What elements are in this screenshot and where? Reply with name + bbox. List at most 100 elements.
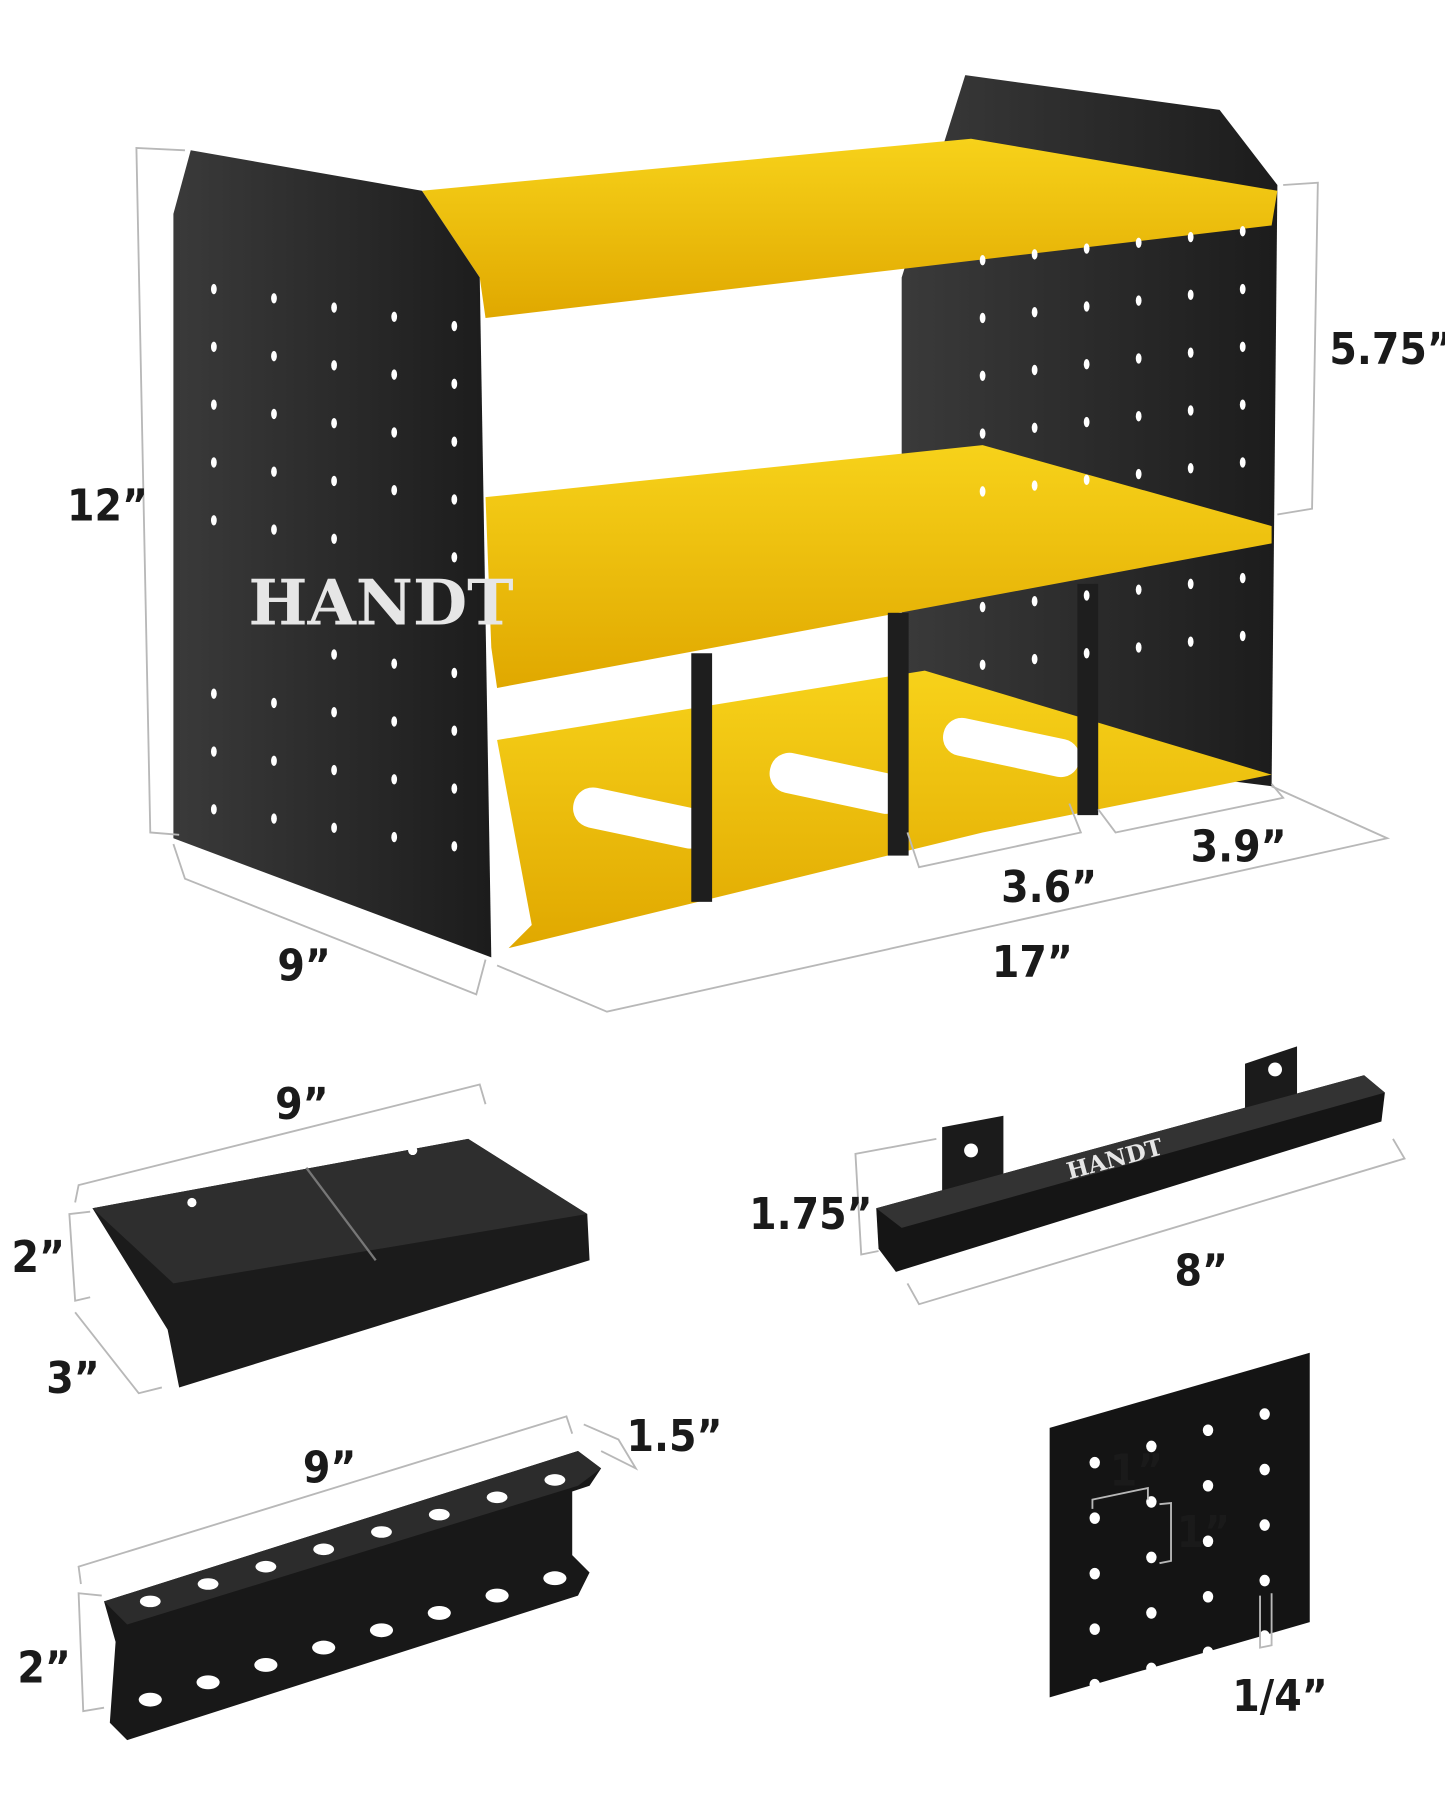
- hole: [210, 341, 217, 353]
- pegboard-vertical-spacing-label: 1”: [1177, 1507, 1230, 1558]
- hole: [139, 1595, 161, 1608]
- hole: [1146, 1440, 1157, 1453]
- hole: [451, 609, 458, 621]
- rail-width-label: 8”: [1174, 1246, 1227, 1297]
- hole: [331, 302, 337, 313]
- hole: [451, 320, 458, 332]
- screwdriver-holder: 9” 1.5” 2”: [17, 1411, 723, 1741]
- hole: [331, 360, 337, 371]
- pegboard-sample: 1” 1” 1/4”: [1049, 1352, 1328, 1722]
- hole: [451, 378, 458, 390]
- hole: [451, 725, 458, 736]
- rack-brand-logo: HANDT: [249, 565, 514, 639]
- main-rack: HANDT 12” 9” 17” 3.6” 3.9” 5.75”: [67, 75, 1445, 1013]
- pegboard-holes-left: [210, 283, 458, 852]
- hole: [979, 254, 986, 266]
- holder-depth-label: 1.5”: [627, 1411, 723, 1462]
- slot-outer-width-label: 3.9”: [1191, 821, 1287, 872]
- hole: [1083, 590, 1090, 601]
- holder-width-label: 9”: [303, 1442, 356, 1493]
- hole: [331, 475, 337, 487]
- hole: [313, 1543, 335, 1556]
- hole: [1031, 480, 1038, 491]
- hole: [1259, 1463, 1270, 1476]
- pegboard-horizontal-spacing-label: 1”: [1110, 1446, 1163, 1497]
- hole: [428, 1508, 450, 1521]
- hole: [1135, 584, 1142, 595]
- hole: [1146, 1607, 1157, 1619]
- hole: [979, 486, 986, 497]
- hole: [331, 707, 337, 718]
- hole: [391, 369, 398, 380]
- hole: [485, 1588, 509, 1603]
- hole: [1083, 648, 1090, 659]
- hole: [197, 1578, 219, 1590]
- hole: [543, 1571, 567, 1586]
- hole: [1089, 1678, 1100, 1691]
- hole: [1202, 1646, 1214, 1659]
- middle-shelf: [485, 445, 1272, 688]
- bin-depth-label: 3”: [46, 1353, 99, 1404]
- hole: [138, 1692, 162, 1707]
- hole: [1135, 468, 1142, 480]
- hole: [979, 370, 986, 381]
- hole: [451, 436, 458, 447]
- hole: [544, 1474, 566, 1486]
- hole: [1135, 353, 1142, 364]
- hole: [1259, 1574, 1270, 1587]
- hole: [451, 667, 458, 679]
- hole: [1187, 578, 1194, 590]
- hole: [1202, 1535, 1214, 1548]
- pegboard-hole-diameter-label: 1/4”: [1232, 1671, 1327, 1722]
- main-rack-dimension-lines: [135, 147, 1391, 1013]
- hole: [1239, 283, 1246, 295]
- hole: [1135, 642, 1142, 653]
- hole: [1187, 347, 1194, 358]
- bin-width-label: 9”: [275, 1079, 328, 1130]
- hole: [391, 427, 398, 438]
- hole: [451, 783, 458, 794]
- hole: [451, 841, 458, 852]
- top-shelf: [421, 138, 1278, 318]
- hole: [1083, 359, 1090, 370]
- hole: [451, 494, 458, 505]
- pegboard-sample-holes: [1089, 1408, 1270, 1691]
- hole: [331, 822, 337, 834]
- hole: [1089, 1623, 1100, 1635]
- hole: [1187, 405, 1194, 416]
- hole: [1259, 1408, 1270, 1420]
- hole: [979, 659, 986, 671]
- hole: [371, 1526, 392, 1538]
- hole: [1083, 301, 1090, 312]
- hole: [1031, 306, 1038, 318]
- hole: [331, 417, 337, 429]
- hole: [271, 293, 277, 304]
- hole: [1089, 1512, 1100, 1524]
- hole: [979, 601, 986, 613]
- hole: [369, 1623, 394, 1638]
- hole: [1135, 237, 1142, 249]
- hole: [271, 408, 277, 420]
- hole: [391, 716, 398, 727]
- hole: [271, 350, 277, 362]
- rail-height-label: 1.75”: [749, 1189, 872, 1240]
- hole: [1146, 1662, 1157, 1675]
- hole: [1239, 399, 1246, 410]
- hole: [1031, 364, 1038, 376]
- shelf-supports: [691, 583, 1099, 902]
- hole: [391, 774, 398, 785]
- hole: [210, 804, 217, 815]
- hole: [331, 764, 337, 776]
- hole: [391, 485, 398, 496]
- hole: [1083, 243, 1090, 254]
- hole: [1135, 411, 1142, 422]
- hole: [331, 533, 337, 544]
- holder-height-label: 2”: [17, 1642, 70, 1693]
- hole: [210, 746, 217, 757]
- shelf-spacing-label: 5.75”: [1329, 324, 1445, 375]
- rack-width-label: 17”: [992, 937, 1073, 988]
- hole: [1146, 1551, 1157, 1564]
- hole: [1187, 463, 1194, 474]
- storage-bin: 9” 2” 3”: [12, 1079, 590, 1404]
